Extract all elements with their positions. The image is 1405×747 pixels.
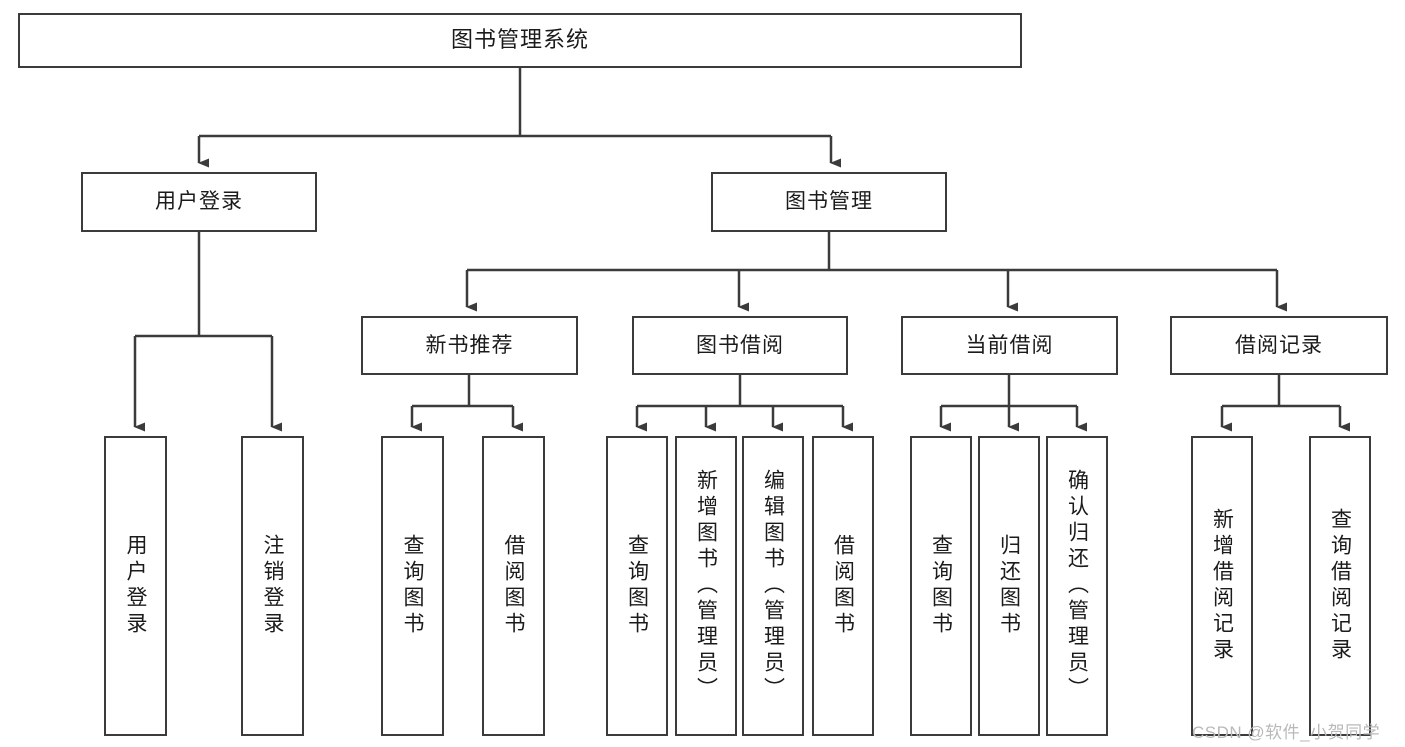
node-label: 当前借阅 <box>965 333 1054 357</box>
leaf-confirm-return-admin[interactable]: 确认归还（管理员） <box>1046 436 1108 736</box>
node-label: 图书管理 <box>785 190 873 214</box>
node-label: 图书管理系统 <box>450 27 589 53</box>
leaf-user-login[interactable]: 用户登录 <box>104 436 167 736</box>
node-label: 用户登录 <box>124 534 147 638</box>
watermark-csdn: CSDN @软件_小贺同学 <box>1192 723 1381 742</box>
node-label: 归还图书 <box>997 534 1021 638</box>
node-label: 查询借阅记录 <box>1328 508 1352 664</box>
node-root-book-management-system[interactable]: 图书管理系统 <box>18 13 1022 68</box>
leaf-query-book-current[interactable]: 查询图书 <box>910 436 972 736</box>
node-label: 确认归还（管理员） <box>1065 469 1089 703</box>
leaf-return-book[interactable]: 归还图书 <box>978 436 1040 736</box>
node-book-borrow[interactable]: 图书借阅 <box>632 316 848 375</box>
node-book-management[interactable]: 图书管理 <box>711 172 947 232</box>
node-user-login[interactable]: 用户登录 <box>81 172 317 232</box>
node-label: 新书推荐 <box>425 333 514 357</box>
node-label: 新增图书（管理员） <box>694 469 718 703</box>
node-current-borrow[interactable]: 当前借阅 <box>901 316 1118 375</box>
node-label: 图书借阅 <box>696 333 784 357</box>
node-label: 查询图书 <box>929 534 953 638</box>
node-label: 用户登录 <box>155 190 243 214</box>
leaf-logout[interactable]: 注销登录 <box>241 436 304 736</box>
node-new-book-recommend[interactable]: 新书推荐 <box>361 316 578 375</box>
node-borrow-record[interactable]: 借阅记录 <box>1170 316 1388 375</box>
node-label: 新增借阅记录 <box>1210 508 1234 664</box>
leaf-borrow-book[interactable]: 借阅图书 <box>812 436 874 736</box>
leaf-add-borrow-record[interactable]: 新增借阅记录 <box>1191 436 1253 736</box>
leaf-query-book-recommend[interactable]: 查询图书 <box>381 436 444 736</box>
node-label: 借阅图书 <box>502 534 525 638</box>
leaf-add-book-admin[interactable]: 新增图书（管理员） <box>675 436 737 736</box>
node-label: 查询图书 <box>625 534 649 638</box>
leaf-borrow-book-recommend[interactable]: 借阅图书 <box>482 436 545 736</box>
node-label: 查询图书 <box>401 534 424 638</box>
leaf-edit-book-admin[interactable]: 编辑图书（管理员） <box>742 436 804 736</box>
node-label: 编辑图书（管理员） <box>761 469 785 703</box>
leaf-query-book-borrow[interactable]: 查询图书 <box>606 436 668 736</box>
node-label: 借阅图书 <box>831 534 855 638</box>
node-label: 注销登录 <box>261 534 284 638</box>
leaf-query-borrow-record[interactable]: 查询借阅记录 <box>1309 436 1371 736</box>
node-label: 借阅记录 <box>1235 333 1323 357</box>
